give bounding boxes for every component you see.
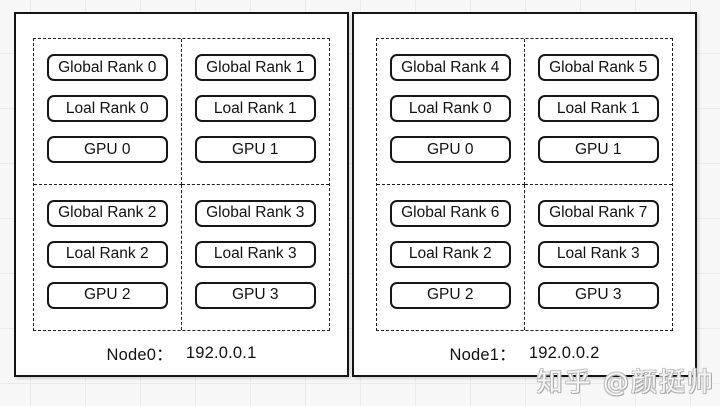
gpu-box: GPU 2 bbox=[389, 281, 511, 309]
node-name: Node1： bbox=[449, 346, 516, 364]
gpu-group-node1-gpu1: Global Rank 5 Loal Rank 1 GPU 1 bbox=[524, 39, 672, 185]
gpu-grid-node1: Global Rank 4 Loal Rank 0 GPU 0 Global R… bbox=[376, 38, 673, 331]
global-rank-box: Global Rank 4 bbox=[389, 54, 511, 81]
gpu-group-node0-gpu2: Global Rank 2 Loal Rank 2 GPU 2 bbox=[34, 184, 182, 330]
gpu-box: GPU 2 bbox=[46, 281, 168, 309]
gpu-box: GPU 0 bbox=[389, 136, 511, 163]
gpu-grid-node0: Global Rank 0 Loal Rank 0 GPU 0 Global R… bbox=[33, 38, 330, 331]
node-ip: 192.0.0.1 bbox=[185, 343, 257, 362]
gpu-box: GPU 0 bbox=[46, 136, 168, 163]
local-rank-box: Loal Rank 2 bbox=[389, 240, 511, 268]
global-rank-box: Global Rank 0 bbox=[46, 54, 168, 81]
local-rank-box: Loal Rank 1 bbox=[537, 95, 659, 122]
gpu-box: GPU 3 bbox=[537, 281, 659, 309]
gpu-box: GPU 3 bbox=[194, 281, 316, 309]
gpu-box: GPU 1 bbox=[537, 136, 659, 163]
gpu-group-node1-gpu2: Global Rank 6 Loal Rank 2 GPU 2 bbox=[377, 184, 525, 330]
node-label-1: Node1： 192.0.0.2 bbox=[450, 331, 600, 375]
gpu-group-node0-gpu1: Global Rank 1 Loal Rank 1 GPU 1 bbox=[181, 39, 329, 185]
node-ip: 192.0.0.2 bbox=[528, 343, 600, 362]
local-rank-box: Loal Rank 2 bbox=[46, 240, 168, 268]
global-rank-box: Global Rank 5 bbox=[537, 54, 659, 81]
gpu-group-node1-gpu0: Global Rank 4 Loal Rank 0 GPU 0 bbox=[377, 39, 525, 185]
global-rank-box: Global Rank 6 bbox=[389, 199, 511, 227]
global-rank-box: Global Rank 3 bbox=[194, 199, 316, 227]
global-rank-box: Global Rank 2 bbox=[46, 199, 168, 227]
local-rank-box: Loal Rank 0 bbox=[46, 95, 168, 122]
node-name: Node0： bbox=[106, 346, 173, 364]
local-rank-box: Loal Rank 3 bbox=[537, 240, 659, 268]
gpu-group-node1-gpu3: Global Rank 7 Loal Rank 3 GPU 3 bbox=[525, 185, 673, 331]
node-box-1: Global Rank 4 Loal Rank 0 GPU 0 Global R… bbox=[352, 12, 697, 377]
local-rank-box: Loal Rank 1 bbox=[194, 95, 316, 122]
local-rank-box: Loal Rank 0 bbox=[389, 95, 511, 122]
gpu-group-node0-gpu0: Global Rank 0 Loal Rank 0 GPU 0 bbox=[34, 39, 182, 185]
node-label-0: Node0： 192.0.0.1 bbox=[107, 331, 257, 375]
global-rank-box: Global Rank 7 bbox=[537, 199, 659, 227]
gpu-group-node0-gpu3: Global Rank 3 Loal Rank 3 GPU 3 bbox=[182, 185, 330, 331]
node-box-0: Global Rank 0 Loal Rank 0 GPU 0 Global R… bbox=[14, 12, 349, 377]
gpu-box: GPU 1 bbox=[194, 136, 316, 163]
local-rank-box: Loal Rank 3 bbox=[194, 240, 316, 268]
global-rank-box: Global Rank 1 bbox=[194, 54, 316, 81]
